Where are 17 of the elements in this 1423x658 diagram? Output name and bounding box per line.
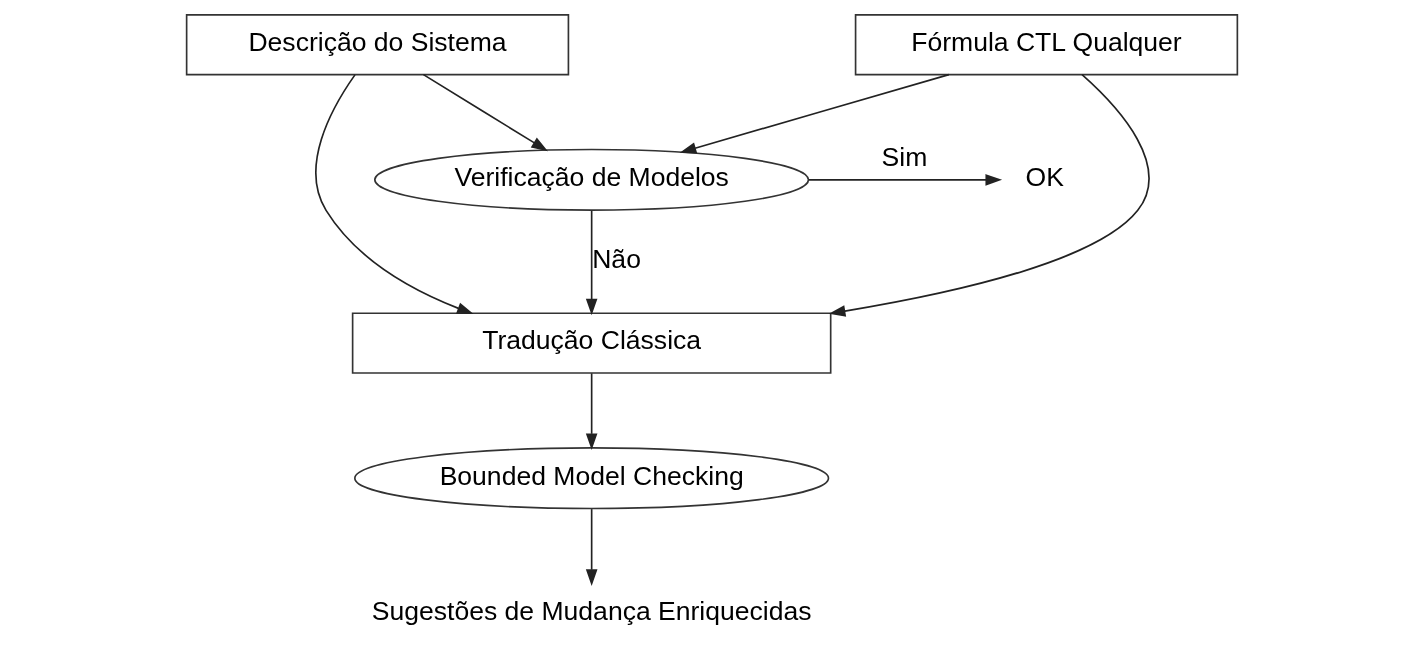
arrow	[585, 508, 597, 586]
node-text: OK	[1025, 162, 1064, 193]
edge-label: Não	[591, 244, 641, 275]
arrow	[585, 209, 597, 316]
arrow	[807, 174, 1002, 186]
node-box: Descrição do Sistema	[185, 14, 569, 76]
node-box: Fórmula CTL Qualquer	[854, 14, 1238, 76]
arrow	[422, 73, 548, 152]
arrow	[679, 73, 950, 154]
arrow	[585, 372, 597, 451]
edge-label: Sim	[881, 142, 927, 173]
node-ellipse: Bounded Model Checking	[353, 447, 829, 510]
arrow	[314, 74, 474, 315]
arrow	[828, 73, 1150, 317]
node-box: Tradução Clássica	[351, 312, 831, 374]
node-text: Sugestões de Mudança Enriquecidas	[371, 595, 812, 626]
node-ellipse: Verificação de Modelos	[373, 148, 809, 211]
